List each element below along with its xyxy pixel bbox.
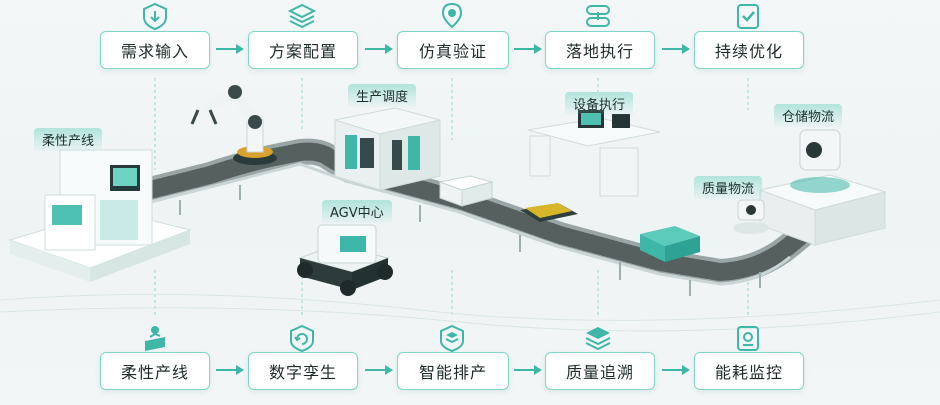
download-shield-icon bbox=[143, 2, 167, 31]
arrow-icon bbox=[365, 44, 393, 54]
material-tray bbox=[520, 203, 578, 222]
arrow-icon bbox=[662, 44, 690, 54]
zone-label-flexible-line: 柔性产线 bbox=[34, 128, 103, 151]
stack-layers-icon bbox=[440, 324, 464, 353]
top-step-3: 仿真验证 bbox=[397, 31, 509, 69]
bottom-step-1: 柔性产线 bbox=[100, 352, 210, 390]
warehouse-platform bbox=[758, 129, 887, 246]
top-step-2: 方案配置 bbox=[248, 31, 358, 69]
conveyor-belt bbox=[137, 138, 833, 286]
location-pin-icon bbox=[441, 2, 463, 29]
meter-clipboard-icon bbox=[737, 326, 759, 351]
top-step-4: 落地执行 bbox=[545, 31, 655, 69]
zone-label-warehouse-logistics: 仓储物流 bbox=[774, 104, 843, 127]
chain-link-icon bbox=[586, 5, 610, 27]
arrow-icon bbox=[514, 44, 542, 54]
top-step-5: 持续优化 bbox=[694, 31, 804, 69]
scheduling-machine bbox=[334, 107, 441, 191]
digital-refresh-icon bbox=[290, 324, 314, 353]
quality-robot bbox=[733, 199, 769, 234]
bottom-step-4: 质量追溯 bbox=[545, 352, 655, 390]
arrow-icon bbox=[514, 365, 542, 375]
arrow-icon bbox=[216, 365, 244, 375]
arrow-icon bbox=[365, 365, 393, 375]
arrow-icon bbox=[662, 365, 690, 375]
equipment-desk bbox=[527, 110, 661, 197]
robotic-arm bbox=[190, 85, 277, 165]
zone-label-equipment-execution: 设备执行 bbox=[565, 92, 634, 115]
conveyor-box bbox=[438, 175, 494, 207]
zone-label-production-scheduling: 生产调度 bbox=[348, 84, 417, 107]
check-clipboard-icon bbox=[737, 4, 759, 29]
bottom-step-5: 能耗监控 bbox=[694, 352, 804, 390]
flexible-line-machine bbox=[8, 149, 192, 282]
layers-icon bbox=[287, 3, 317, 29]
top-step-1: 需求输入 bbox=[100, 31, 210, 69]
layers-check-icon bbox=[585, 327, 611, 351]
bottom-step-2: 数字孪生 bbox=[248, 352, 358, 390]
zone-label-quality-logistics: 质量物流 bbox=[694, 176, 763, 199]
agv-vehicle bbox=[297, 224, 393, 296]
arrow-icon bbox=[216, 44, 244, 54]
worker-desk-icon bbox=[145, 326, 165, 351]
bottom-step-3: 智能排产 bbox=[397, 352, 509, 390]
teal-crate bbox=[640, 226, 700, 262]
zone-label-agv-center: AGV中心 bbox=[322, 200, 392, 223]
